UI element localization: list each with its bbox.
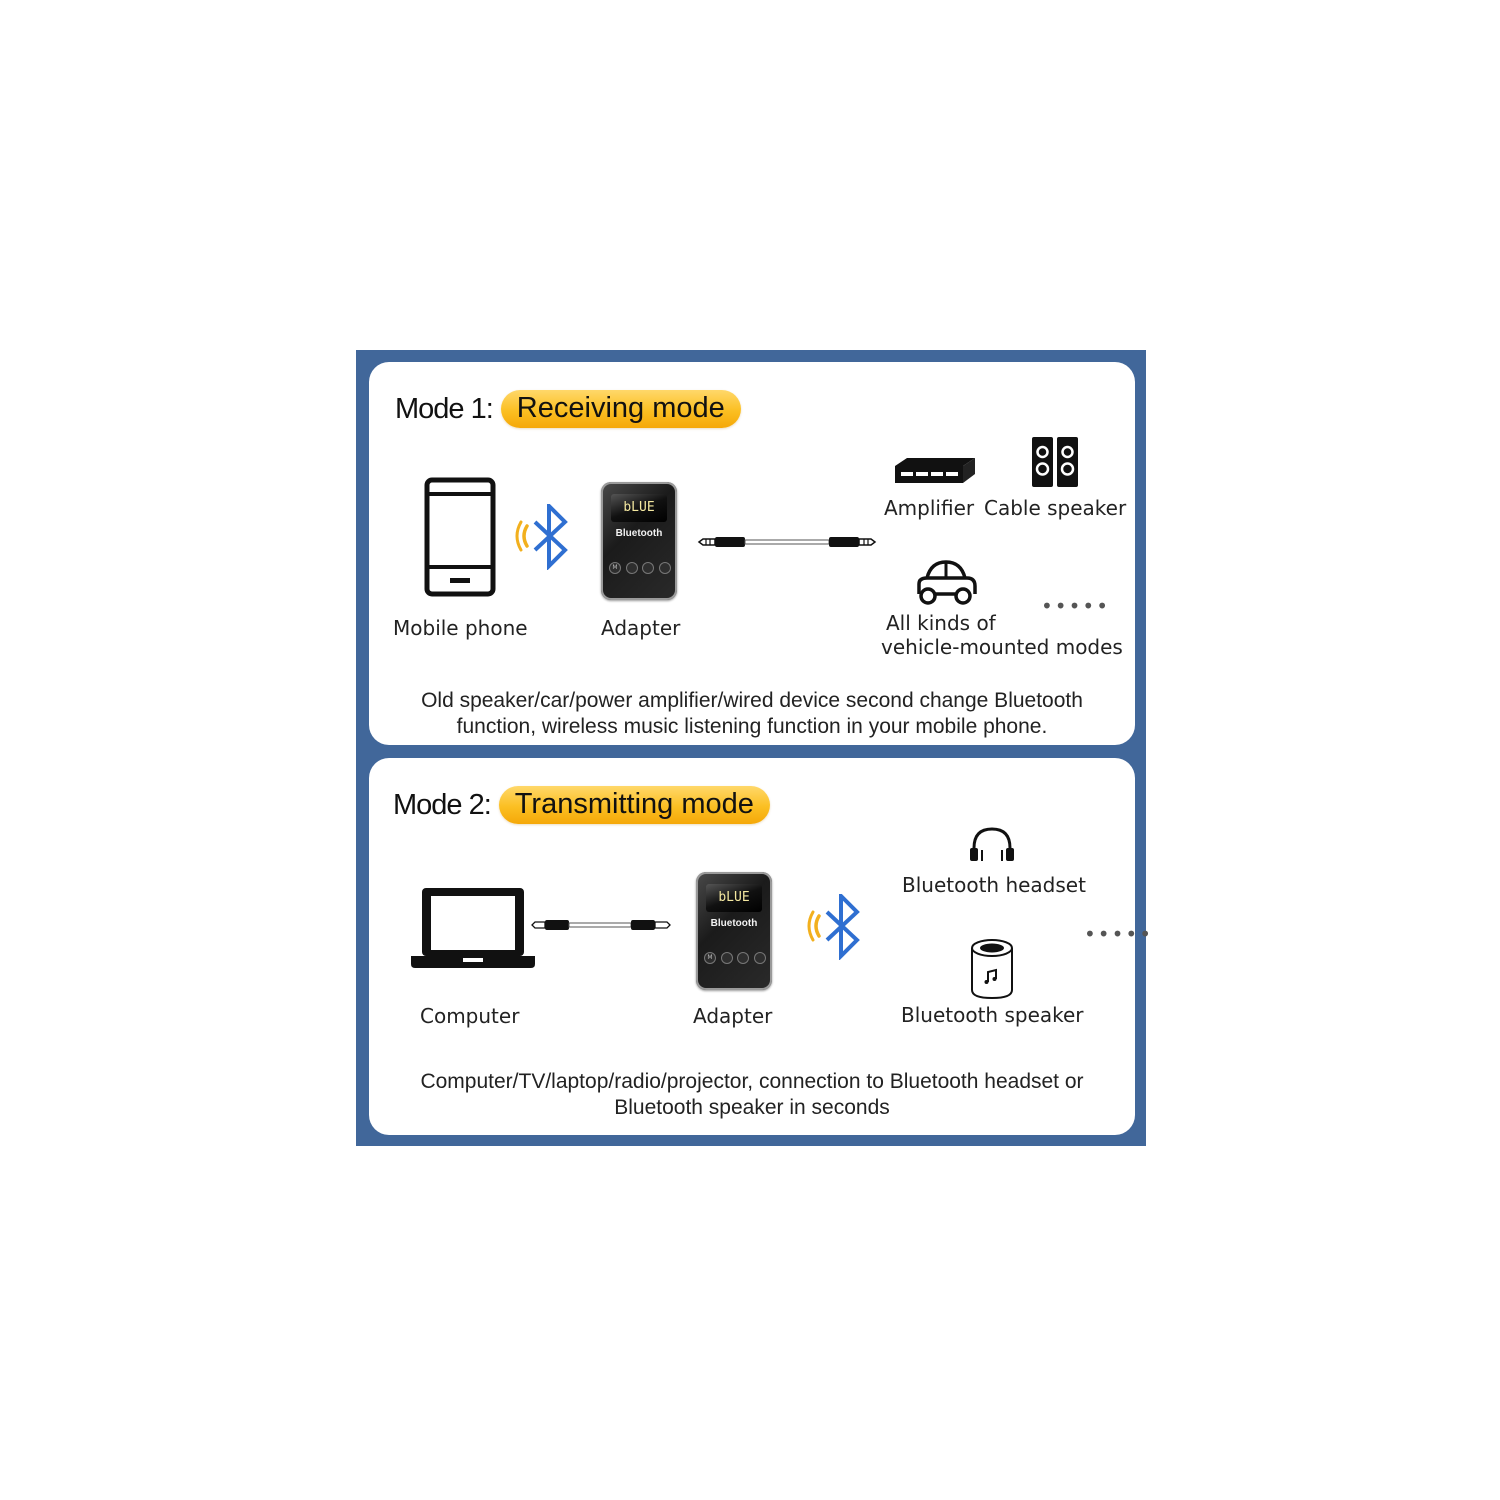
mobile-phone-label: Mobile phone (393, 616, 528, 640)
mode1-heading: Mode 1: Receiving mode (395, 390, 741, 428)
bluetooth-icon (807, 894, 860, 960)
mobile-phone-icon (424, 477, 496, 597)
adapter-mode-button: M (609, 562, 621, 574)
adapter-prev-button (720, 952, 733, 964)
mode2-panel: Mode 2: Transmitting mode Computer bLUE … (369, 758, 1151, 1135)
laptop-icon (411, 888, 535, 968)
adapter-screen: bLUE (611, 494, 667, 522)
headphones-icon (970, 827, 1014, 861)
mode2-description: Computer/TV/laptop/radio/projector, conn… (369, 1069, 1135, 1121)
aux-cable-icon (531, 920, 671, 930)
adapter-label: Adapter (693, 1004, 773, 1028)
speaker-pair-icon (1032, 437, 1078, 487)
mode1-panel: Mode 1: Receiving mode Mobile phone bLUE… (369, 362, 1135, 745)
cylinder-speaker-icon (971, 939, 1013, 1000)
adapter-label: Adapter (601, 616, 681, 640)
mode2-description-line2: Bluetooth speaker in seconds (614, 1096, 890, 1119)
amplifier-icon (895, 458, 975, 483)
more-targets-indicator: ••••• (1084, 922, 1153, 946)
aux-cable-icon (697, 537, 877, 547)
adapter-prev-button (625, 562, 638, 574)
mode1-description-line2: function, wireless music listening funct… (456, 715, 1048, 738)
adapter-mode-button: M (704, 952, 716, 964)
adapter-device-image: bLUE Bluetooth M (601, 482, 677, 600)
bluetooth-icon (515, 504, 568, 570)
mode1-description-line1: Old speaker/car/power amplifier/wired de… (421, 689, 1083, 712)
adapter-screen: bLUE (706, 884, 762, 912)
amplifier-label: Amplifier (884, 496, 975, 520)
mode2-heading: Mode 2: Transmitting mode (393, 786, 770, 824)
adapter-next-button (658, 562, 671, 574)
cable-speaker-label: Cable speaker (984, 496, 1127, 520)
adapter-device-image: bLUE Bluetooth M (696, 872, 772, 990)
car-icon (917, 560, 977, 605)
adapter-play-button (642, 562, 655, 574)
mode2-description-line1: Computer/TV/laptop/radio/projector, conn… (420, 1070, 1084, 1093)
mode2-title-badge: Transmitting mode (498, 786, 770, 824)
computer-label: Computer (420, 1004, 520, 1028)
bluetooth-speaker-label: Bluetooth speaker (901, 1003, 1084, 1027)
adapter-brand: Bluetooth (710, 918, 758, 929)
mode1-prefix: Mode 1: (395, 392, 494, 425)
adapter-next-button (753, 952, 766, 964)
mode2-prefix: Mode 2: (393, 788, 492, 821)
more-targets-indicator: ••••• (1041, 594, 1110, 618)
vehicle-label-line2: vehicle-mounted modes (881, 635, 1123, 659)
adapter-brand: Bluetooth (615, 528, 663, 539)
mode1-description: Old speaker/car/power amplifier/wired de… (369, 688, 1135, 740)
bluetooth-headset-label: Bluetooth headset (902, 873, 1086, 897)
mode1-title-badge: Receiving mode (500, 390, 741, 428)
infographic-frame: Mode 1: Receiving mode Mobile phone bLUE… (356, 350, 1151, 1146)
adapter-play-button (737, 952, 750, 964)
vehicle-label-line1: All kinds of (886, 611, 996, 635)
